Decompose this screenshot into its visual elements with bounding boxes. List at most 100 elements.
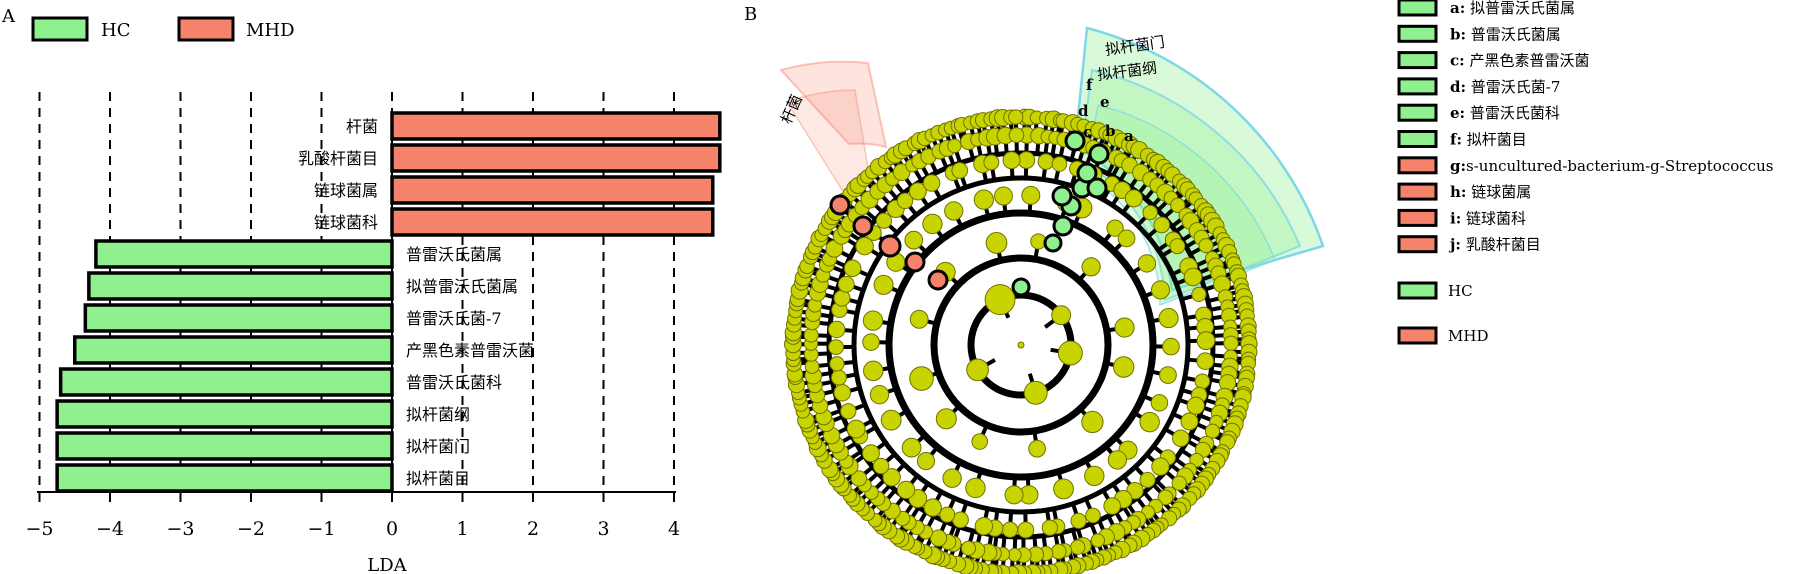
cladogram-tree bbox=[784, 108, 1258, 574]
hc-biomarker-node bbox=[1088, 143, 1110, 165]
tree-node bbox=[1196, 352, 1215, 370]
bar-label: 普雷沃氏菌科 bbox=[406, 373, 502, 392]
tree-node bbox=[947, 138, 962, 154]
x-tick-label: −1 bbox=[307, 518, 335, 540]
hc-biomarker-node bbox=[1051, 185, 1073, 207]
tree-node bbox=[1124, 189, 1143, 208]
tree-node bbox=[1223, 335, 1239, 351]
legend-entry: c: 产黑色素普雷沃菌 bbox=[1450, 52, 1589, 70]
tree-node bbox=[1081, 257, 1101, 277]
tree-node bbox=[872, 457, 890, 475]
tree-node bbox=[896, 480, 916, 500]
class-legend-label: HC bbox=[1448, 282, 1473, 300]
tree-node bbox=[1081, 410, 1104, 434]
tree-node bbox=[1023, 380, 1048, 405]
legend-swatch bbox=[1397, 156, 1438, 175]
panel-a-letter: A bbox=[1, 6, 16, 27]
hc-biomarker-node bbox=[1064, 130, 1086, 152]
marker-b: b bbox=[1105, 122, 1116, 140]
panel-a-bars bbox=[55, 111, 722, 493]
tree-node bbox=[908, 182, 927, 201]
tree-node bbox=[846, 419, 866, 439]
tree-node bbox=[994, 186, 1013, 206]
tree-node bbox=[1002, 151, 1021, 170]
legend-hc-swatch bbox=[31, 16, 89, 42]
bar-label: 链球菌属 bbox=[314, 181, 378, 200]
legend-mhd-label: MHD bbox=[246, 20, 295, 41]
legend-swatch bbox=[1397, 208, 1438, 227]
tree-node bbox=[862, 333, 880, 351]
x-axis-title: LDA bbox=[367, 555, 407, 574]
bar bbox=[55, 399, 394, 429]
tree-node bbox=[966, 358, 989, 382]
panel-b-letter: B bbox=[744, 4, 757, 25]
bar bbox=[390, 111, 722, 141]
tree-node bbox=[829, 356, 845, 372]
bar bbox=[390, 175, 715, 205]
tree-node bbox=[840, 403, 857, 420]
panel-b-cladogram: B 杆菌 拟杆菌门 拟杆菌纲 a b c d e f a: 拟普雷沃氏菌属b: … bbox=[744, 0, 1773, 574]
tree-node bbox=[833, 384, 851, 402]
tree-node bbox=[1090, 533, 1106, 548]
legend-entry: f: 拟杆菌目 bbox=[1450, 131, 1527, 149]
bar bbox=[55, 431, 394, 461]
tree-node bbox=[1008, 109, 1024, 125]
legend-text: 乳酸杆菌目 bbox=[1461, 236, 1541, 254]
bar bbox=[87, 271, 394, 301]
branch-ring bbox=[930, 254, 1112, 436]
tree-node bbox=[1186, 396, 1205, 415]
tree-node bbox=[1103, 497, 1121, 515]
tree-node bbox=[1137, 254, 1157, 273]
tree-node bbox=[1194, 373, 1211, 390]
tree-node bbox=[896, 192, 914, 210]
tree-node bbox=[862, 444, 880, 463]
tree-node bbox=[880, 409, 902, 431]
x-tick-label: 1 bbox=[456, 518, 468, 540]
tree-node bbox=[827, 320, 846, 339]
tree-node bbox=[971, 433, 989, 450]
tree-node bbox=[935, 408, 957, 430]
tree-node bbox=[904, 230, 924, 250]
tree-node bbox=[909, 309, 929, 329]
legend-swatch bbox=[1397, 24, 1438, 43]
tree-node bbox=[1041, 519, 1058, 536]
x-tick-label: −5 bbox=[25, 518, 53, 540]
tree-node bbox=[1204, 423, 1221, 439]
x-tick-label: −3 bbox=[166, 518, 194, 540]
tree-node bbox=[1162, 337, 1180, 356]
tree-node bbox=[862, 310, 884, 331]
tree-node bbox=[1114, 317, 1135, 338]
mhd-biomarker-node bbox=[829, 194, 851, 216]
legend-key: b: bbox=[1450, 25, 1466, 43]
bar-label: 普雷沃氏菌-7 bbox=[406, 309, 502, 328]
tree-node bbox=[1017, 521, 1035, 539]
tree-node bbox=[1183, 267, 1203, 287]
legend-text: s-uncultured-bacterium-g-Streptococcus bbox=[1466, 157, 1773, 175]
tree-node bbox=[837, 275, 855, 293]
bar-label: 产黑色素普雷沃菌 bbox=[406, 341, 534, 360]
tree-node bbox=[1151, 457, 1170, 476]
legend-key: i: bbox=[1450, 209, 1461, 227]
hc-biomarker-node bbox=[1052, 215, 1074, 237]
bar bbox=[58, 367, 394, 397]
hc-biomarker-node bbox=[1011, 277, 1031, 297]
tree-node bbox=[916, 451, 936, 471]
bar-label: 拟杆菌门 bbox=[406, 437, 470, 456]
tree-node bbox=[1051, 305, 1072, 326]
tree-node bbox=[951, 162, 969, 179]
x-tick-label: −4 bbox=[96, 518, 124, 540]
legend-swatch bbox=[1397, 130, 1438, 148]
tree-node bbox=[1150, 394, 1169, 412]
bar-label: 拟普雷沃氏菌属 bbox=[406, 277, 518, 296]
legend-text: 链球菌科 bbox=[1461, 209, 1526, 227]
tree-node bbox=[983, 154, 1000, 171]
bar bbox=[73, 335, 394, 365]
tree-node bbox=[803, 327, 819, 343]
tree-node bbox=[1107, 450, 1128, 470]
tree-node bbox=[1001, 521, 1019, 538]
legend-swatch bbox=[1397, 182, 1438, 201]
bar-label: 拟杆菌纲 bbox=[406, 405, 470, 424]
bar bbox=[83, 303, 394, 333]
panel-a-legend: HC MHD bbox=[31, 16, 295, 42]
